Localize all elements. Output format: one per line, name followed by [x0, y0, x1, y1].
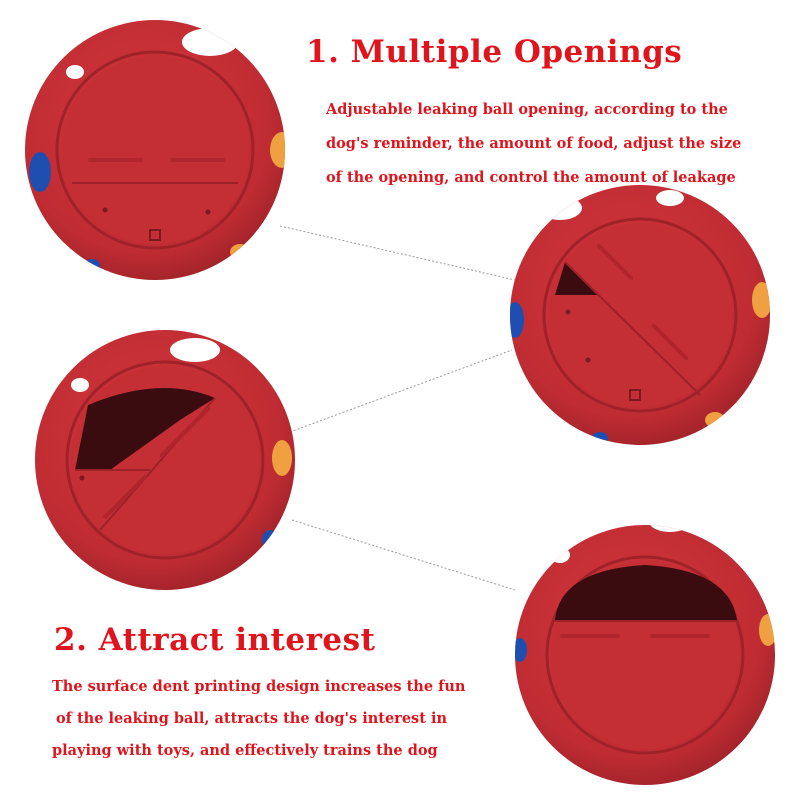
paw-print-icon	[170, 338, 220, 362]
connector-lines	[279, 225, 516, 591]
paw-print-icon	[510, 302, 524, 338]
ball-fully-open	[515, 525, 775, 785]
description-line: The surface dent printing design increas…	[52, 678, 466, 695]
description-line: of the leaking ball, attracts the dog's …	[56, 710, 448, 727]
paw-print-icon	[272, 440, 292, 476]
ball-partially-open	[510, 185, 770, 445]
paw-print-icon	[752, 282, 770, 318]
connector-line	[289, 349, 513, 433]
paw-print-icon	[759, 614, 775, 646]
paw-print-icon	[648, 525, 692, 532]
paw-print-icon	[270, 132, 285, 168]
section-2-heading: 2. Attract interest	[54, 622, 376, 658]
paw-print-icon	[29, 152, 51, 192]
connector-line	[291, 519, 516, 591]
ball-half-open	[35, 330, 295, 590]
section-1-description: Adjustable leaking ball opening, accordi…	[326, 93, 741, 195]
description-line: dog's reminder, the amount of food, adju…	[326, 135, 742, 152]
section-1-heading: 1. Multiple Openings	[306, 34, 683, 70]
paw-print-icon	[182, 28, 238, 56]
description-line: of the opening, and control the amount o…	[326, 169, 736, 186]
ball-closed	[25, 20, 285, 280]
section-2-description: The surface dent printing design increas…	[52, 671, 465, 767]
connector-line	[279, 225, 516, 281]
paw-print-icon	[538, 196, 582, 220]
description-line: Adjustable leaking ball opening, accordi…	[326, 101, 728, 118]
description-line: playing with toys, and effectively train…	[52, 742, 438, 759]
